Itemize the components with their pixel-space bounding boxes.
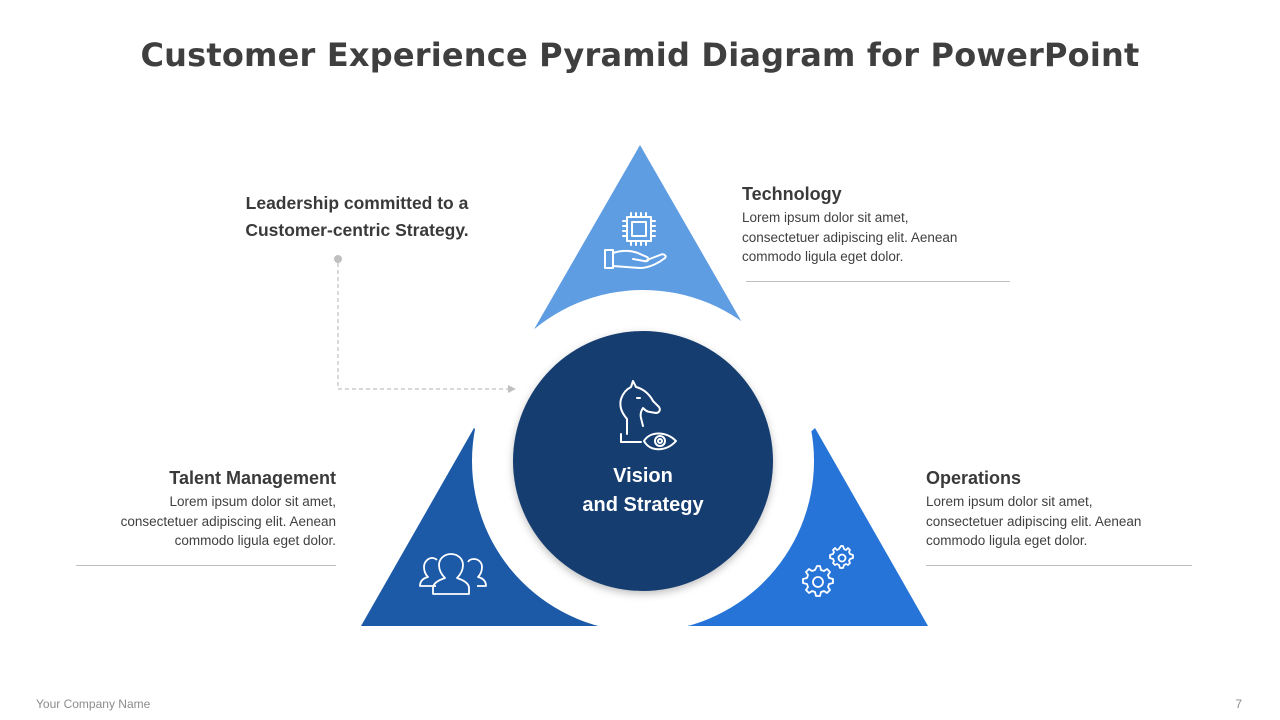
body-line: consectetuer adipiscing elit. Aenean <box>926 513 1142 529</box>
leadership-callout: Leadership committed to a Customer-centr… <box>222 190 492 244</box>
center-label-line1: Vision <box>613 465 673 487</box>
body-line: Lorem ipsum dolor sit amet, <box>742 210 909 225</box>
callout-line2: Customer-centric Strategy. <box>245 220 469 240</box>
body-line: commodo ligula eget dolor. <box>926 533 1088 548</box>
talent-management-divider <box>76 564 336 566</box>
body-line: Lorem ipsum dolor sit amet, <box>926 494 1093 509</box>
chess-knight-eye-icon <box>619 380 677 451</box>
body-line: commodo ligula eget dolor. <box>174 533 336 548</box>
operations-divider <box>926 564 1192 566</box>
body-line: consectetuer adipiscing elit. Aenean <box>742 229 958 245</box>
footer-company-name: Your Company Name <box>36 697 151 711</box>
center-label: Vision and Strategy <box>543 462 743 520</box>
technology-heading: Technology <box>742 184 842 204</box>
connector-line <box>337 263 508 390</box>
callout-connector <box>334 255 516 393</box>
talent-management-heading: Talent Management <box>169 468 336 488</box>
body-line: Lorem ipsum dolor sit amet, <box>169 494 336 509</box>
operations-body: Lorem ipsum dolor sit amet, consectetuer… <box>926 492 1192 551</box>
footer-page-number: 7 <box>1235 697 1242 711</box>
body-line: consectetuer adipiscing elit. Aenean <box>120 513 336 529</box>
vision-strategy-circle[interactable] <box>513 331 773 591</box>
callout-line1: Leadership committed to a <box>245 193 469 213</box>
operations-heading: Operations <box>926 468 1022 488</box>
connector-dot <box>334 255 342 263</box>
operations-text-block: Operations Lorem ipsum dolor sit amet, c… <box>926 468 1192 566</box>
gears-icon <box>802 545 854 597</box>
talent-management-text-block: Talent Management Lorem ipsum dolor sit … <box>76 468 336 566</box>
technology-text-block: Technology Lorem ipsum dolor sit amet, c… <box>742 184 1010 282</box>
technology-body: Lorem ipsum dolor sit amet, consectetuer… <box>742 208 1010 267</box>
talent-management-body: Lorem ipsum dolor sit amet, consectetuer… <box>76 492 336 551</box>
body-line: commodo ligula eget dolor. <box>742 249 904 264</box>
technology-divider <box>746 280 1010 282</box>
people-group-icon <box>419 553 487 595</box>
chip-in-hand-icon <box>604 212 667 269</box>
center-label-line2: and Strategy <box>582 494 704 516</box>
connector-arrow-icon <box>508 385 516 393</box>
slide-title: Customer Experience Pyramid Diagram for … <box>140 36 1140 74</box>
